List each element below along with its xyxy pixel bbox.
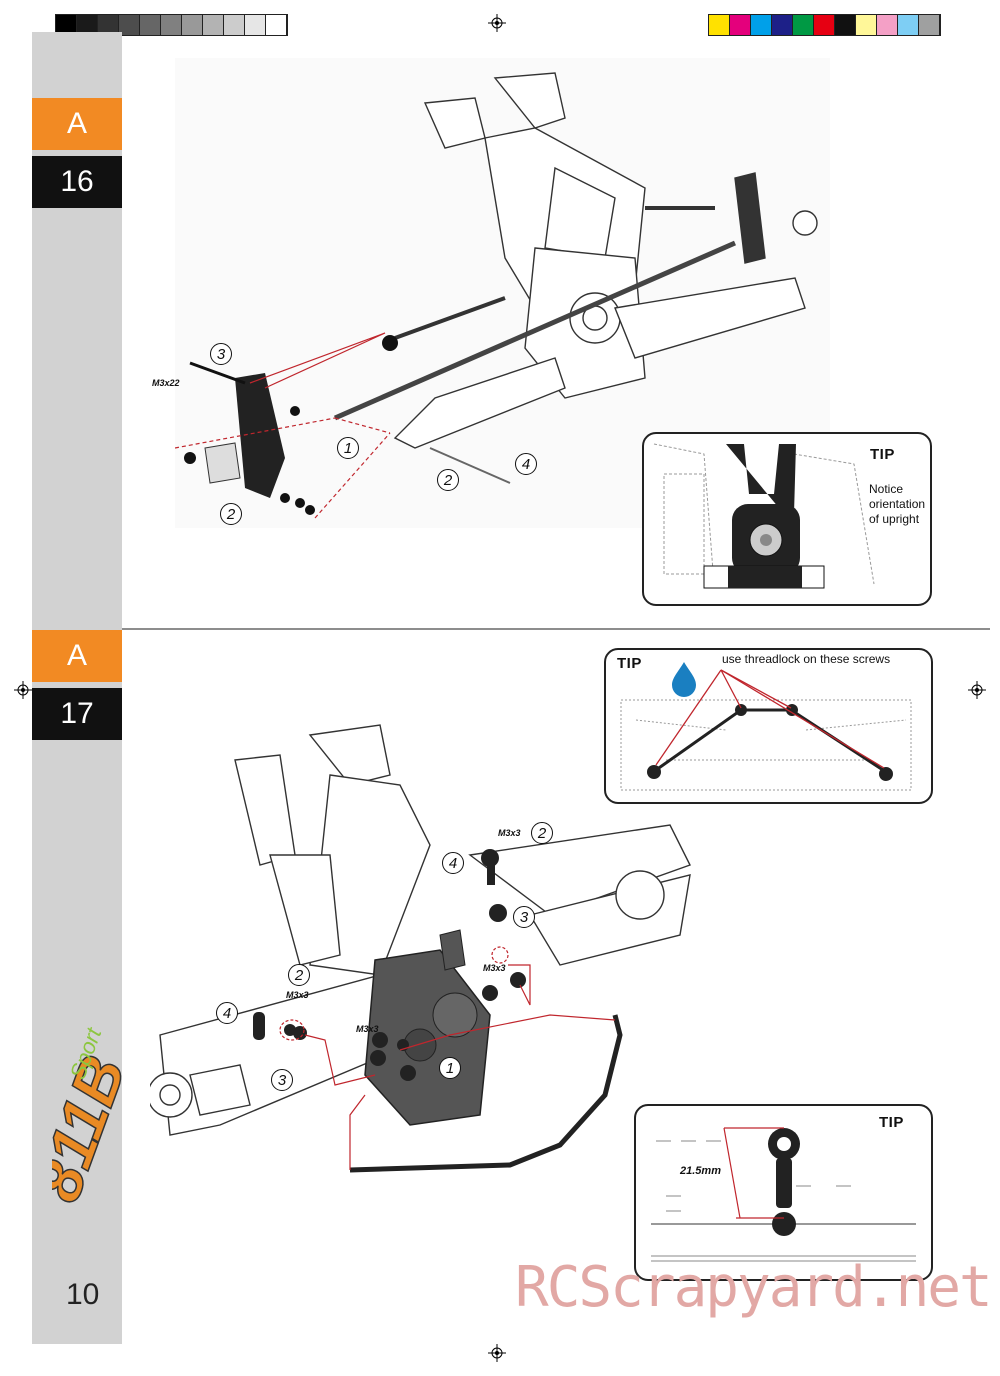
color-swatch [898, 15, 919, 35]
page-number: 10 [66, 1278, 100, 1311]
step-section-letter: A [32, 98, 122, 150]
color-swatch [182, 15, 203, 35]
step-section-letter: A [32, 630, 122, 682]
anti-roll-bar-assembly-icon [147, 724, 691, 1173]
part-callout: 2 [437, 469, 459, 491]
tip-text: use threadlock on these screws [722, 652, 891, 666]
tip-title: TIP [617, 655, 642, 672]
tip-box-link-length: TIP 21.5mm [634, 1104, 933, 1281]
tip-title: TIP [879, 1114, 904, 1131]
measurement-label: 21.5mm [680, 1165, 721, 1177]
color-swatch [245, 15, 266, 35]
color-swatch [224, 15, 245, 35]
color-swatch [709, 15, 730, 35]
logo-graphic-icon: 811B Sport [20, 1024, 140, 1211]
part-callout: 1 [439, 1057, 461, 1079]
part-callout: 3 [210, 343, 232, 365]
color-swatch [919, 15, 940, 35]
color-swatch [793, 15, 814, 35]
part-callout: 4 [442, 852, 464, 874]
part-callout: 2 [288, 964, 310, 986]
color-swatch [730, 15, 751, 35]
part-callout: 3 [271, 1069, 293, 1091]
part-callout: 4 [216, 1002, 238, 1024]
screw-size-label: M3x3 [483, 963, 506, 973]
color-swatch [98, 15, 119, 35]
part-callout: 3 [513, 906, 535, 928]
color-swatch [877, 15, 898, 35]
screw-size-label: M3x3 [286, 990, 309, 1000]
registration-mark-icon [968, 681, 986, 699]
color-swatch [140, 15, 161, 35]
color-swatch [266, 15, 287, 35]
registration-mark-icon [488, 14, 506, 32]
color-swatch [772, 15, 793, 35]
color-swatch [751, 15, 772, 35]
screw-size-label: M3x3 [356, 1024, 379, 1034]
rear-suspension-assembly-icon [174, 72, 818, 519]
color-calibration-bar [708, 14, 941, 36]
part-callout: 2 [531, 822, 553, 844]
screw-size-label: M3x3 [498, 828, 521, 838]
upright-orientation-icon [653, 443, 875, 589]
tip-text-line: of upright [869, 512, 920, 526]
brand-logo: 811B Sport [20, 1010, 140, 1250]
color-swatch [56, 15, 77, 35]
watermark: RCScrapyard.net [515, 1255, 993, 1320]
step-number: 16 [32, 156, 122, 208]
color-swatch [161, 15, 182, 35]
link-length-diagram-icon [651, 1127, 916, 1262]
step17-illustration [147, 715, 710, 1215]
step-number: 17 [32, 688, 122, 740]
color-swatch [119, 15, 140, 35]
threadlock-diagram-icon [620, 662, 912, 791]
tip-box-upright: TIP Notice orientation of upright [642, 432, 932, 606]
registration-mark-icon [14, 681, 32, 699]
color-swatch [203, 15, 224, 35]
registration-mark-icon [488, 1344, 506, 1362]
color-swatch [814, 15, 835, 35]
part-callout: 1 [337, 437, 359, 459]
grayscale-calibration-bar [55, 14, 288, 36]
tip-text-line: orientation [869, 497, 926, 511]
tip-box-threadlock: TIP use threadlock on these screws [604, 648, 933, 804]
section-divider [122, 628, 990, 630]
color-swatch [77, 15, 98, 35]
color-swatch [835, 15, 856, 35]
part-callout: 2 [220, 503, 242, 525]
part-callout: 4 [515, 453, 537, 475]
tip-text-line: Notice [869, 482, 904, 496]
screw-size-label: M3x22 [152, 378, 180, 388]
color-swatch [856, 15, 877, 35]
tip-title: TIP [870, 446, 895, 463]
